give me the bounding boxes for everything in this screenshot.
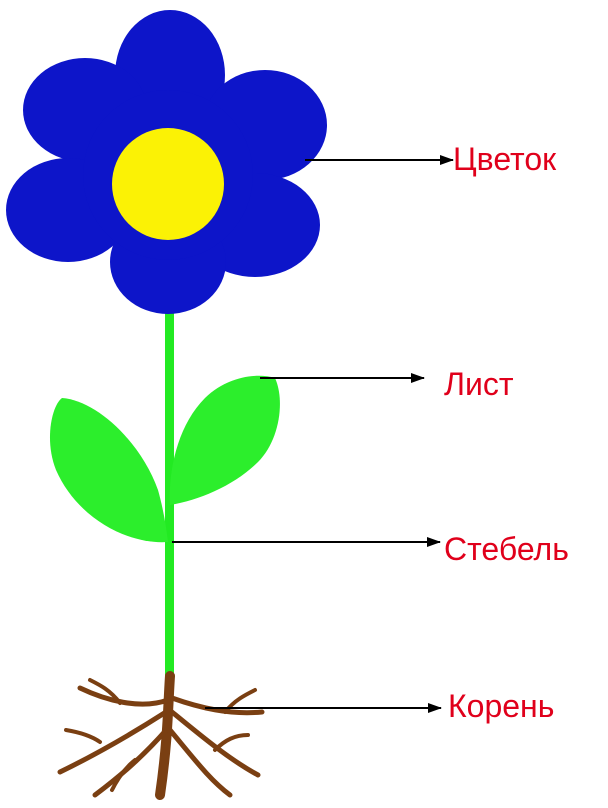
root-branch (60, 712, 166, 772)
leaves (50, 376, 280, 542)
roots (60, 676, 262, 795)
label-root: Корень (448, 688, 554, 724)
root-branch (215, 735, 248, 750)
label-leaf: Лист (444, 366, 514, 402)
root-branch (80, 688, 168, 704)
root-branch (66, 730, 100, 742)
flower-center (112, 128, 224, 240)
root-branch (172, 712, 258, 775)
root-branch (170, 730, 230, 795)
right-leaf (170, 376, 280, 505)
label-stem: Стебель (444, 531, 569, 567)
label-flower: Цветок (453, 141, 556, 177)
left-leaf (50, 398, 168, 542)
root-branch (172, 698, 262, 713)
